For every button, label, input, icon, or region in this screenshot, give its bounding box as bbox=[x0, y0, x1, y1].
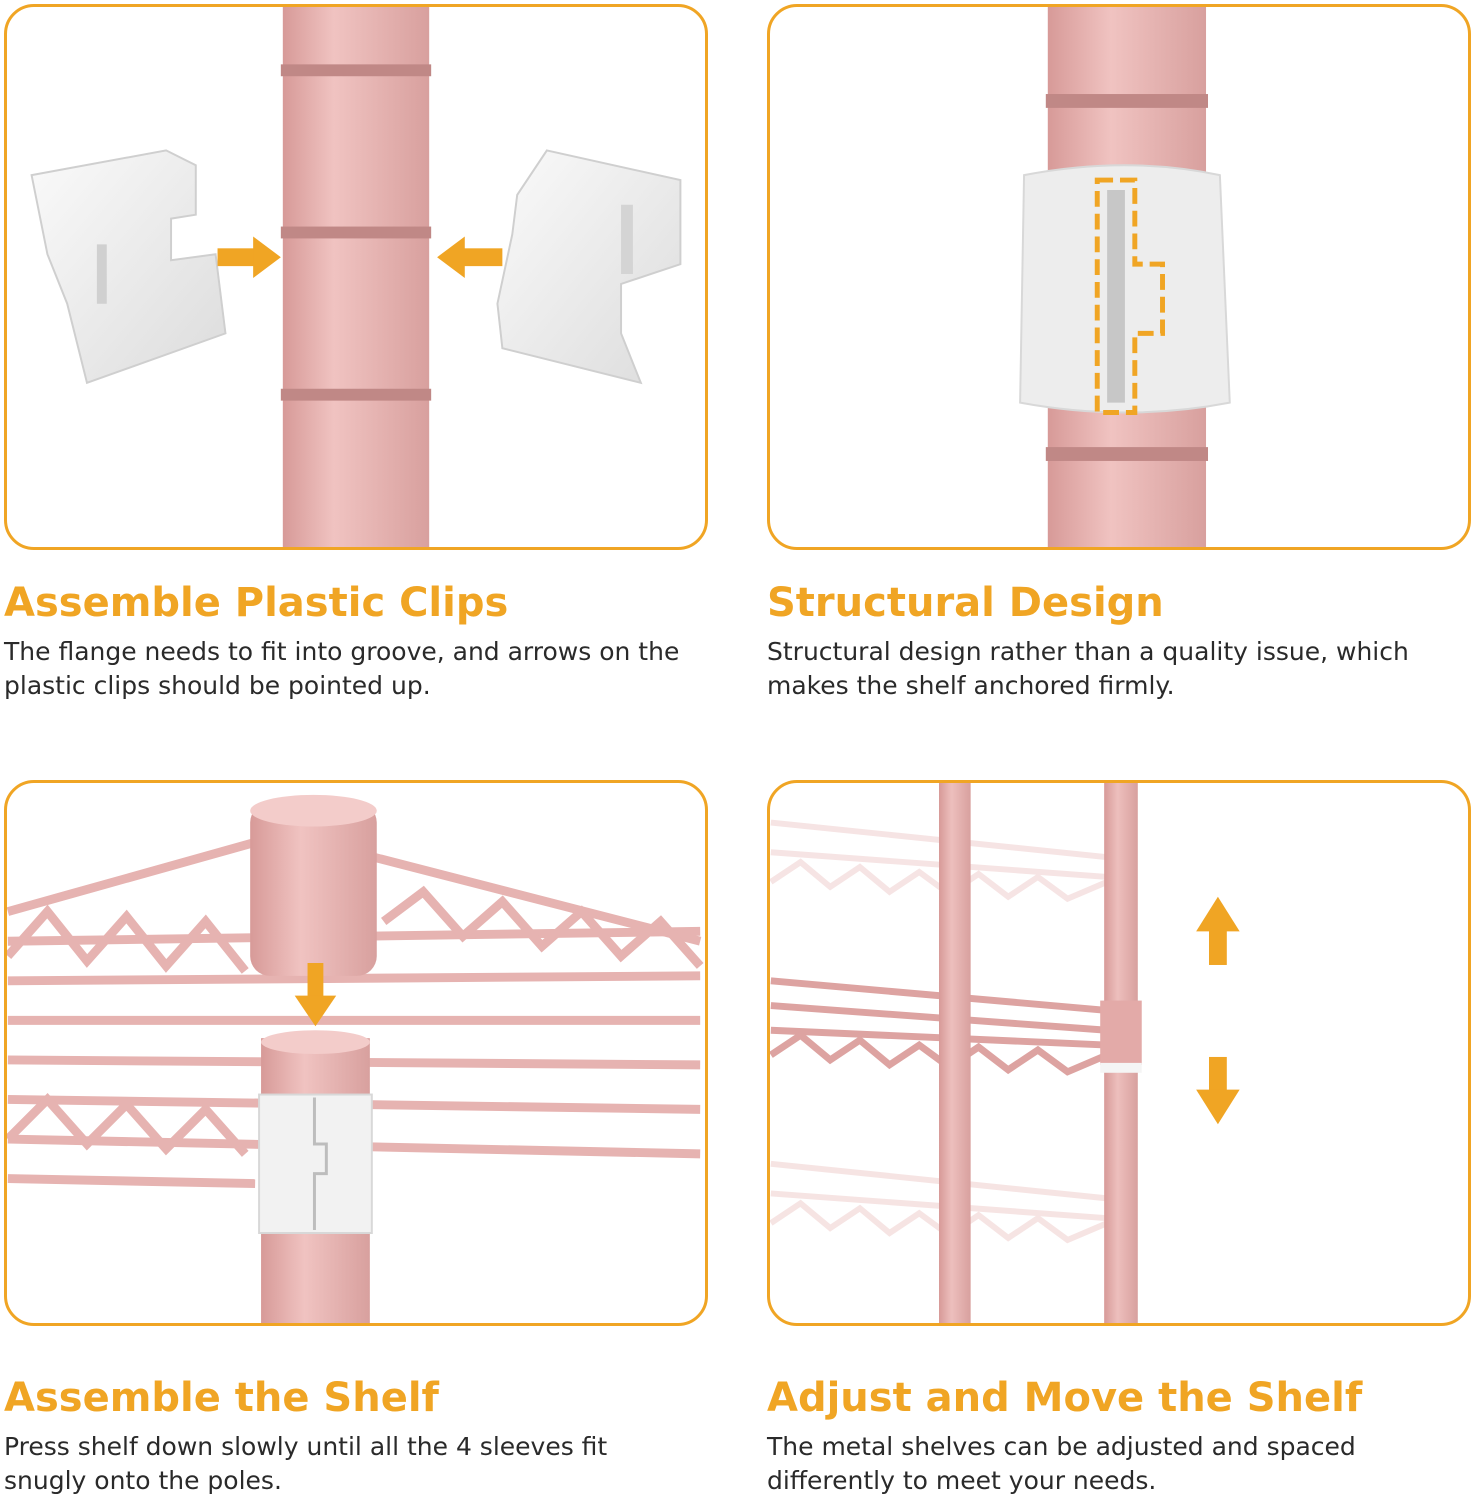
panel-description: Structural design rather than a quality … bbox=[767, 637, 1409, 700]
sleeve bbox=[250, 802, 377, 976]
arrow-left-icon bbox=[437, 236, 503, 278]
panel-title: Assemble the Shelf bbox=[4, 1375, 439, 1421]
panel-description: Press shelf down slowly until all the 4 … bbox=[4, 1432, 608, 1495]
panel-assemble-the-shelf bbox=[4, 780, 708, 1326]
pole-left bbox=[939, 783, 971, 1323]
pole bbox=[282, 7, 430, 547]
panel-description: The flange needs to fit into groove, and… bbox=[4, 637, 680, 700]
plastic-clip bbox=[1019, 164, 1231, 414]
arrow-right-icon bbox=[217, 236, 281, 278]
groove-highlight bbox=[1094, 177, 1165, 415]
panel-title: Assemble Plastic Clips bbox=[4, 580, 509, 626]
panel-structural-design bbox=[767, 4, 1471, 550]
panel-title: Adjust and Move the Shelf bbox=[767, 1375, 1363, 1421]
illustration-structural-design bbox=[1019, 7, 1231, 547]
panel-title: Structural Design bbox=[767, 580, 1164, 626]
panel-adjust-and-move-the-shelf bbox=[767, 780, 1471, 1326]
illustration-adjust-shelf bbox=[770, 783, 1240, 1323]
panel-assemble-plastic-clips bbox=[4, 4, 708, 550]
left-clip bbox=[30, 149, 227, 385]
arrow-down-icon bbox=[1196, 1056, 1240, 1125]
arrow-up-icon bbox=[1196, 896, 1240, 965]
illustration-assemble-shelf bbox=[7, 794, 704, 1323]
panel-description: The metal shelves can be adjusted and sp… bbox=[767, 1432, 1356, 1495]
arrow-down-icon bbox=[294, 963, 337, 1027]
illustration-plastic-clips bbox=[30, 7, 682, 547]
right-clip bbox=[496, 149, 682, 385]
